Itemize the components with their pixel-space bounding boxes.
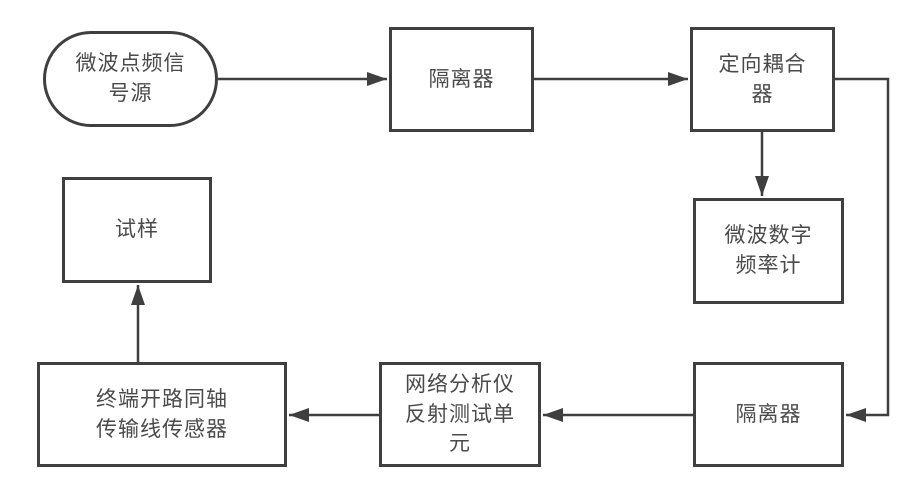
edge-coupler-to-isolator2	[835, 77, 890, 422]
node-isolator-2: 隔离器	[693, 362, 844, 467]
node-directional-coupler: 定向耦合 器	[690, 27, 835, 132]
node-isolator-1: 隔离器	[389, 27, 534, 132]
node-signal-source: 微波点频信 号源	[43, 31, 218, 127]
node-sample: 试样	[62, 177, 212, 283]
node-coax-sensor: 终端开路同轴 传输线传感器	[37, 362, 287, 467]
node-network-analyzer: 网络分析仪 反射测试单 元	[379, 362, 541, 467]
node-frequency-counter: 微波数字 频率计	[693, 198, 844, 304]
